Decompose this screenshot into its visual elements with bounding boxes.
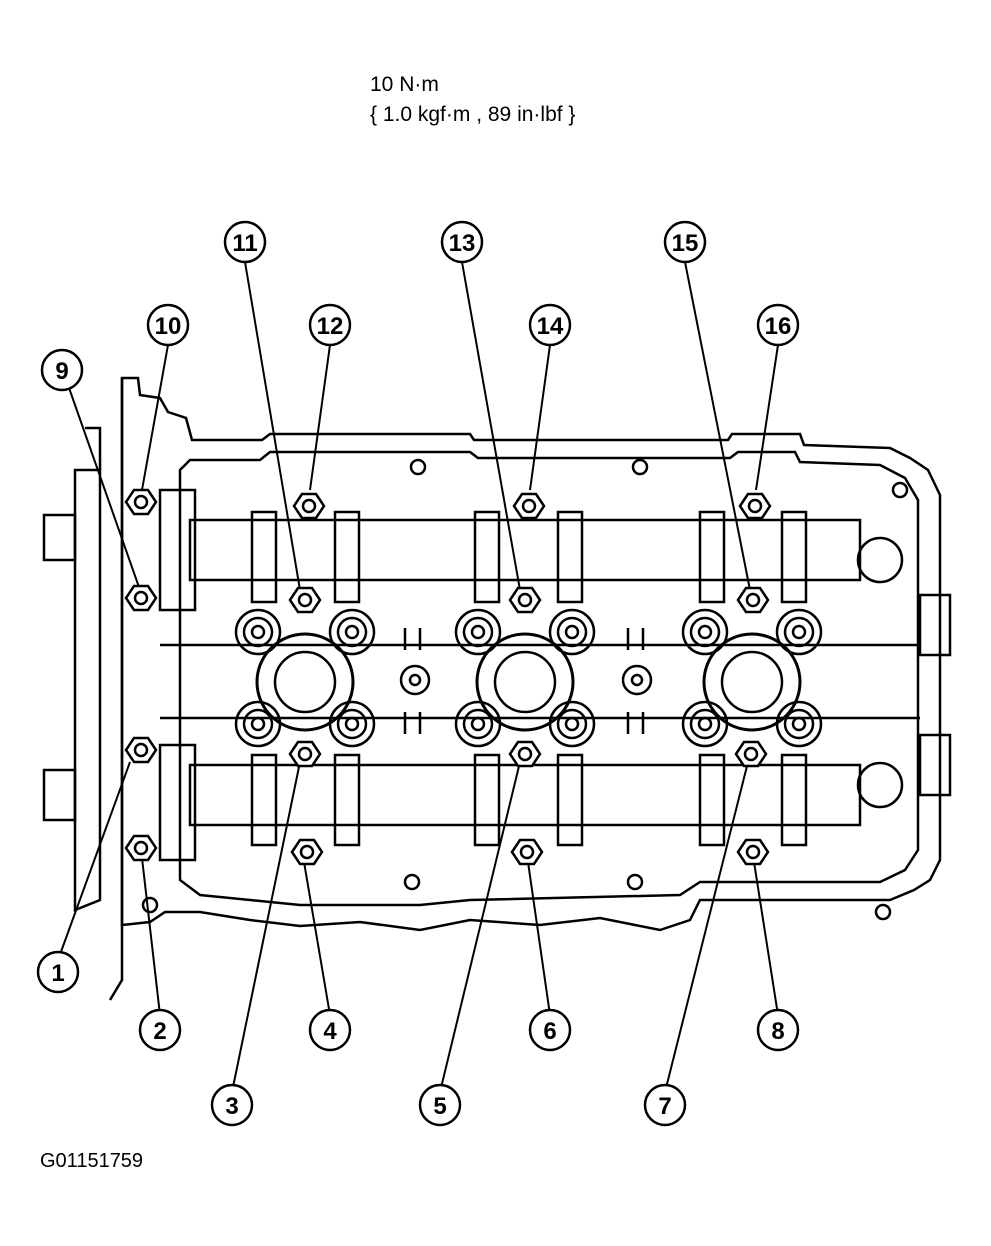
svg-text:14: 14 [537, 313, 564, 340]
callout-16: 16 [756, 303, 800, 347]
svg-text:2: 2 [153, 1018, 166, 1045]
bolt-13 [508, 586, 542, 614]
bolt-3 [288, 740, 322, 768]
svg-text:12: 12 [317, 313, 344, 340]
bolt-16 [738, 492, 772, 520]
callout-8: 8 [756, 1008, 800, 1052]
svg-text:5: 5 [433, 1093, 446, 1120]
bore-1 [234, 608, 376, 748]
svg-text:13: 13 [449, 230, 476, 257]
bolt-15 [736, 586, 770, 614]
callout-13: 13 [440, 220, 484, 264]
spark-plug-bores [234, 608, 823, 748]
callout-2: 2 [138, 1008, 182, 1052]
bolt-5 [508, 740, 542, 768]
torque-value: 10 N·m [370, 73, 439, 96]
svg-text:10: 10 [155, 313, 182, 340]
bolt-7 [734, 740, 768, 768]
bolt-2 [124, 834, 158, 862]
callout-11: 11 [223, 220, 267, 264]
svg-text:8: 8 [771, 1018, 784, 1045]
cylinder-head-outline [42, 376, 952, 1001]
svg-text:1: 1 [51, 960, 64, 987]
callout-14: 14 [528, 303, 572, 347]
bolt-11 [288, 586, 322, 614]
bolt-10 [124, 488, 158, 516]
figure-code: G01151759 [40, 1150, 144, 1172]
bolt-14 [512, 492, 546, 520]
bolt-4 [290, 838, 324, 866]
callout-12: 12 [308, 303, 352, 347]
bolt-8 [736, 838, 770, 866]
bolts [124, 488, 772, 866]
bolt-12 [292, 492, 326, 520]
bolt-1 [124, 736, 158, 764]
callout-10: 10 [146, 303, 190, 347]
bore-2 [454, 608, 596, 748]
svg-text:6: 6 [543, 1018, 556, 1045]
svg-text:3: 3 [225, 1093, 238, 1120]
svg-text:9: 9 [55, 358, 68, 385]
svg-text:16: 16 [765, 313, 792, 340]
svg-text:4: 4 [323, 1018, 337, 1045]
callout-5: 5 [418, 1083, 462, 1127]
svg-text:15: 15 [672, 230, 699, 257]
bolt-9 [124, 584, 158, 612]
callouts: 1 2 3 4 5 6 7 8 [36, 220, 800, 1127]
callout-15: 15 [663, 220, 707, 264]
leader-lines [57, 261, 779, 1093]
callout-4: 4 [308, 1008, 352, 1052]
callout-6: 6 [528, 1008, 572, 1052]
bore-3 [681, 608, 823, 748]
torque-alt-units: { 1.0 kgf·m , 89 in·lbf } [370, 103, 576, 126]
svg-text:7: 7 [658, 1093, 671, 1120]
bolt-6 [510, 838, 544, 866]
callout-9: 9 [40, 348, 84, 392]
callout-1: 1 [36, 950, 80, 994]
svg-text:11: 11 [232, 230, 257, 257]
callout-7: 7 [643, 1083, 687, 1127]
callout-3: 3 [210, 1083, 254, 1127]
torque-spec: 10 N·m { 1.0 kgf·m , 89 in·lbf } [370, 70, 575, 130]
